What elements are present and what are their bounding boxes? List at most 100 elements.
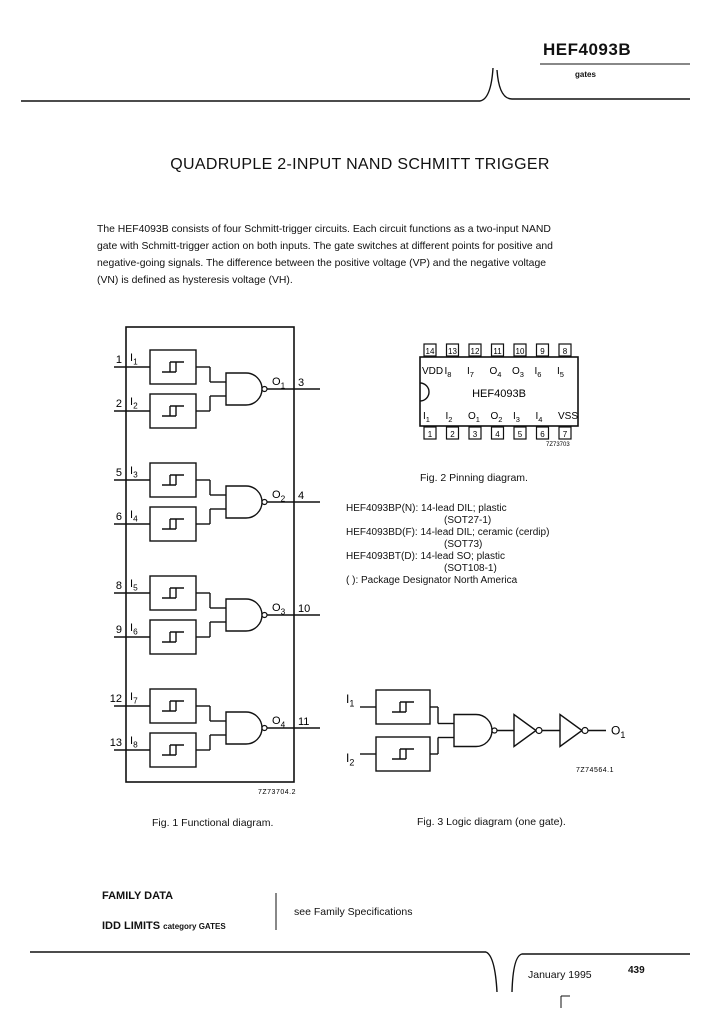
pin-label: O1 <box>468 411 480 424</box>
schmitt-trigger-box <box>149 393 197 429</box>
pinning-diagram: 14VDD13I812I711O410O39I68I51I12I23O14O25… <box>419 343 579 448</box>
nand-gate <box>225 372 263 406</box>
nand-gate <box>225 598 263 632</box>
dil-package-body <box>419 356 579 427</box>
inverter-bubble <box>535 726 543 735</box>
page-title: QUADRUPLE 2-INPUT NAND SCHMITT TRIGGER <box>170 156 550 173</box>
schmitt-trigger-box <box>149 462 197 498</box>
pin-number: 13 <box>448 347 457 356</box>
package-part: HEF4093BT(D): <box>346 551 418 562</box>
inverter-bubble <box>261 611 268 619</box>
fig3-caption: Fig. 3 Logic diagram (one gate). <box>417 816 566 828</box>
nand-gate <box>453 713 493 748</box>
pin-label: O2 <box>491 411 503 424</box>
figure-code: 7Z74564.1 <box>576 767 614 774</box>
input-label: I1 <box>346 692 354 709</box>
input-label: I6 <box>130 622 138 636</box>
package-part: HEF4093BP(N): <box>346 503 419 514</box>
pin-number: 8 <box>563 347 568 356</box>
intro-line: (VN) is defined as hysteresis voltage (V… <box>97 275 293 286</box>
hysteresis-symbol <box>162 744 184 756</box>
input-label: I3 <box>130 465 138 479</box>
intro-line: negative-going signals. The difference b… <box>97 258 547 269</box>
output-label: O1 <box>611 724 625 741</box>
schmitt-trigger-box <box>149 619 197 655</box>
hysteresis-symbol <box>162 474 184 486</box>
hysteresis-symbol <box>162 700 184 712</box>
pin-box <box>513 426 527 440</box>
pin-label: I6 <box>535 366 542 379</box>
pin-number: 2 <box>116 398 122 410</box>
hysteresis-symbol <box>392 701 414 713</box>
pin-box <box>423 343 437 357</box>
pin-label: I1 <box>423 411 430 424</box>
pin-label: I5 <box>557 366 564 379</box>
package-desc: 14-lead DIL; plastic <box>421 503 507 514</box>
hysteresis-symbol <box>162 405 184 417</box>
inverter-bubble <box>261 498 268 506</box>
pin-box <box>445 426 460 440</box>
schmitt-trigger-box <box>149 575 197 611</box>
hysteresis-symbol <box>162 587 184 599</box>
nand-gate <box>225 711 263 745</box>
schmitt-trigger-box <box>375 689 431 725</box>
pin-number: 6 <box>116 511 122 523</box>
pin-label: I8 <box>445 366 452 379</box>
schmitt-trigger-box <box>149 506 197 542</box>
pin-box <box>558 343 572 357</box>
part-number: HEF4093B <box>543 40 632 59</box>
pin-number: 1 <box>116 354 122 366</box>
nand-gate <box>225 485 263 519</box>
pin-number: 8 <box>116 580 122 592</box>
input-label: I7 <box>130 691 138 705</box>
pin-number: 3 <box>298 377 304 389</box>
inverter-bubble <box>261 385 268 393</box>
output-label: O1 <box>272 376 286 390</box>
pin-label: O3 <box>512 366 524 379</box>
inverter-bubble <box>491 727 498 734</box>
schmitt-trigger-box <box>149 688 197 724</box>
pin-number: 10 <box>298 603 310 615</box>
inverter-bubble <box>581 726 589 735</box>
pin-label: I7 <box>467 366 474 379</box>
family-label: gates <box>575 70 596 79</box>
pin-number: 4 <box>298 490 304 502</box>
pin-label: O4 <box>490 366 502 379</box>
pin-number: 9 <box>116 624 122 636</box>
schmitt-trigger-box <box>149 349 197 385</box>
pin-number: 9 <box>540 347 545 356</box>
idd-main: IDD LIMITS <box>102 920 161 932</box>
pin-number: 13 <box>110 737 122 749</box>
pin-box <box>513 343 527 357</box>
package-outline: (SOT73) <box>444 539 483 550</box>
pin-box <box>558 426 572 440</box>
pin-label: I3 <box>513 411 520 424</box>
hysteresis-symbol <box>162 361 184 373</box>
family-data-heading: FAMILY DATA <box>102 890 174 902</box>
fig1-caption: Fig. 1 Functional diagram. <box>152 817 274 829</box>
package-item: HEF4093BT(D): 14-lead SO; plastic <box>346 551 549 563</box>
pin-box <box>468 426 482 440</box>
pin-box <box>468 343 482 357</box>
pin-number: 3 <box>473 430 478 439</box>
pin-box <box>490 426 505 440</box>
inverter-bubble <box>261 724 268 732</box>
hysteresis-symbol <box>162 631 184 643</box>
figure-code: 7Z73703 <box>546 442 570 448</box>
intro-line: gate with Schmitt-trigger action on both… <box>97 241 553 252</box>
pin-number: 4 <box>495 430 500 439</box>
pin-box <box>490 343 505 357</box>
pin-number: 12 <box>110 693 122 705</box>
issue-date: January 1995 <box>528 969 592 981</box>
output-label: O2 <box>272 489 286 503</box>
package-item: HEF4093BD(F): 14-lead DIL; ceramic (cerd… <box>346 527 549 539</box>
pin-label: I4 <box>536 411 543 424</box>
intro-paragraph: The HEF4093B consists of four Schmitt-tr… <box>97 221 617 289</box>
pin-number: 5 <box>116 467 122 479</box>
see-family-spec: see Family Specifications <box>294 906 413 918</box>
schmitt-trigger-box <box>149 732 197 768</box>
output-label: O4 <box>272 715 286 729</box>
